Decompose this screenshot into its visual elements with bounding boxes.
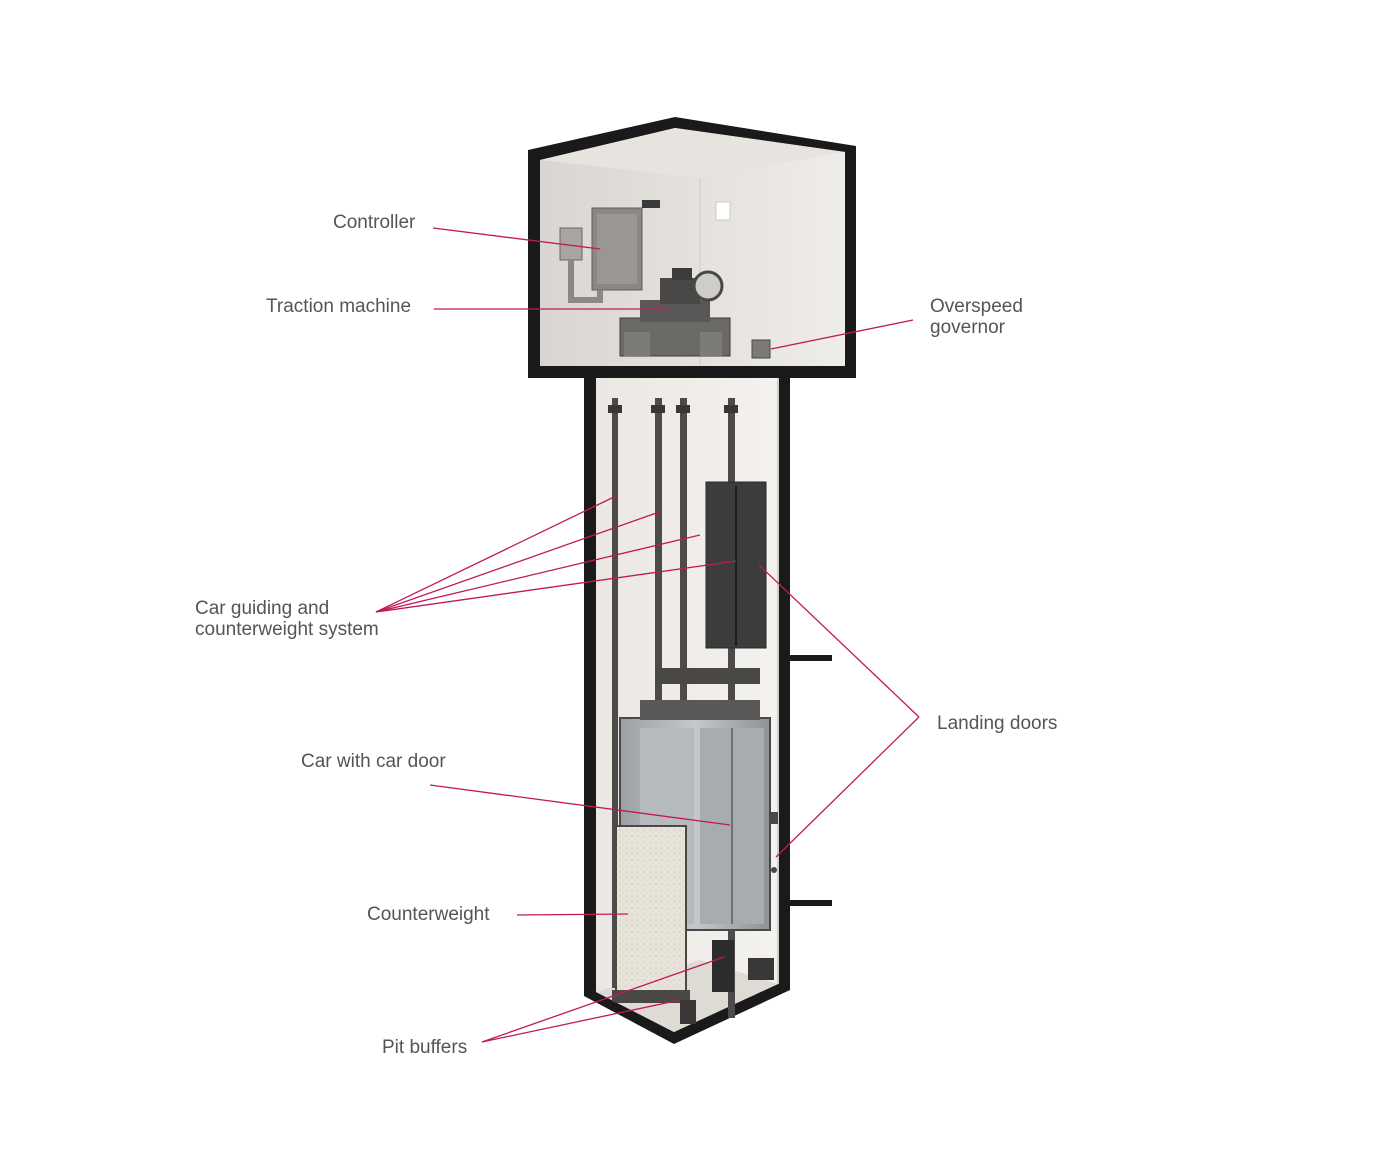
controller-cabinet [559, 200, 660, 303]
label-traction-machine: Traction machine [266, 296, 412, 317]
machine-room [528, 117, 856, 378]
label-overspeed-governor: Overspeed governor [930, 296, 1023, 338]
leader-lines [375, 227, 920, 1043]
landing-door-upper [705, 481, 767, 649]
label-car-with-car-door: Car with car door [301, 751, 446, 772]
label-controller: Controller [333, 212, 416, 233]
label-pit-buffers: Pit buffers [382, 1037, 468, 1058]
label-landing-doors: Landing doors [937, 713, 1058, 734]
label-car-guiding-system: Car guiding and counterweight system [195, 598, 379, 640]
pit-buffers [680, 940, 774, 1024]
overspeed-governor [751, 339, 771, 359]
traction-machine [619, 268, 731, 357]
label-counterweight: Counterweight [367, 904, 490, 925]
